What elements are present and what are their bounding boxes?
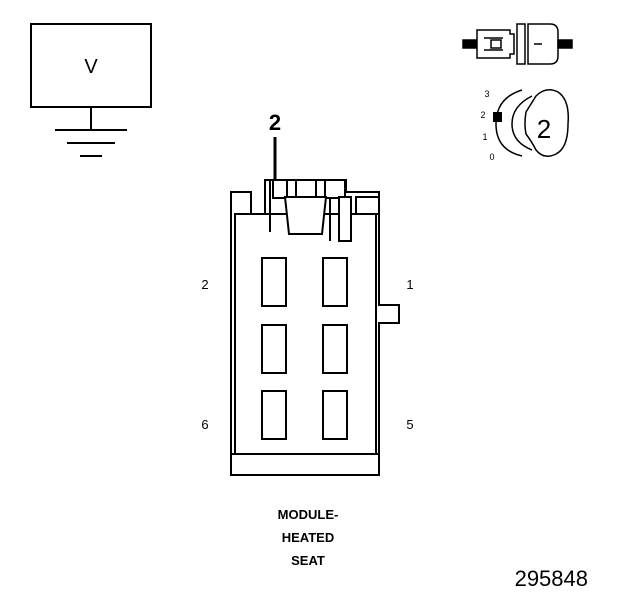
selector-position-3: 3 [484, 89, 489, 99]
selector-selected-value: 2 [537, 114, 551, 144]
connector-caption: MODULE- HEATED SEAT [278, 507, 339, 568]
ground-icon [55, 107, 127, 157]
voltmeter-symbol: V [30, 23, 152, 157]
cavity-5 [322, 390, 348, 440]
caption-line-2: HEATED [282, 530, 334, 545]
cavity-6 [261, 390, 287, 440]
figure-number: 295848 [515, 566, 588, 591]
selector-position-0: 0 [489, 152, 494, 162]
cavity-2 [261, 257, 287, 307]
caption-line-3: SEAT [291, 553, 325, 568]
selector-position-1: 1 [482, 132, 487, 142]
cavity-3 [322, 324, 348, 374]
selector-position-2: 2 [480, 110, 485, 120]
pin-label-1: 1 [406, 277, 413, 292]
probe-number: 2 [269, 110, 281, 135]
heated-seat-connector [230, 179, 400, 476]
selector-dial-icon: 3 2 1 0 2 [480, 89, 570, 162]
caption-line-1: MODULE- [278, 507, 339, 522]
pin-label-5: 5 [406, 417, 413, 432]
terminal-cavities [261, 257, 348, 440]
pin-label-6: 6 [201, 417, 208, 432]
pin-label-2: 2 [201, 277, 208, 292]
voltmeter-label: V [84, 56, 98, 78]
cavity-4 [261, 324, 287, 374]
cavity-1 [322, 257, 348, 307]
probe-adapter-icon [462, 23, 573, 65]
